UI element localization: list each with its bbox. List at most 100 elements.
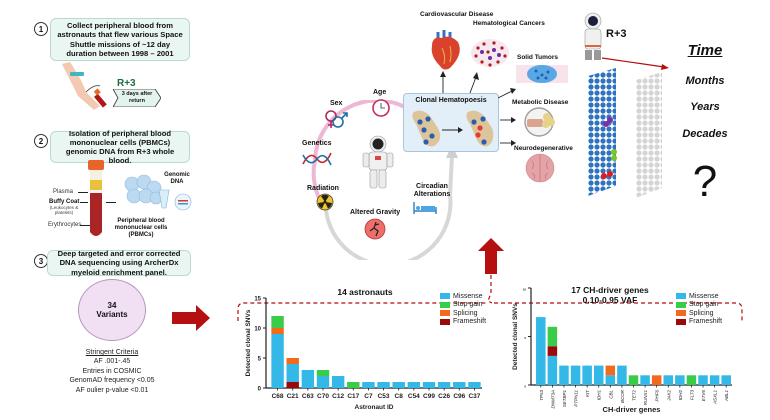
x-tick-label: DNMT3A xyxy=(550,390,555,409)
y-axis-label: Detected clonal SNVs xyxy=(245,309,252,376)
step-2-box: Isolation of peripheral blood mononuclea… xyxy=(50,129,190,165)
y-tick-label: 5 xyxy=(258,357,262,363)
y-tick-label: 5 xyxy=(524,336,526,340)
red-arrow-right-icon xyxy=(172,305,210,331)
bar-segment-missense xyxy=(605,375,616,385)
bar-segment-missense xyxy=(422,382,436,388)
bar-segment-splicing xyxy=(286,358,299,364)
legend-item-missense: Missense xyxy=(676,292,722,301)
outcome-solid-tumors-label: Solid Tumors xyxy=(517,54,559,61)
clock-icon xyxy=(372,99,390,117)
pbmc-label: Peripheral blood mononuclear cells (PBMC… xyxy=(114,218,168,239)
x-tick-label: ABL1 xyxy=(724,390,729,403)
time-months: Months xyxy=(685,75,725,87)
time-title: Time xyxy=(687,42,723,59)
x-tick-label: ETV6 xyxy=(701,390,706,402)
factor-circadian-label: Circadian Alterations xyxy=(413,183,451,199)
bar-segment-missense xyxy=(675,375,685,385)
outcome-cardiovascular-label: Cardiovascular Disease xyxy=(420,11,494,18)
x-tick-label: PTPN11 xyxy=(574,390,579,407)
factor-altered-gravity-label: Altered Gravity xyxy=(350,209,401,216)
tourniquet-icon xyxy=(70,72,84,76)
bar-segment-stop-gain xyxy=(271,316,284,328)
legend-item-splicing: Splicing xyxy=(676,309,722,318)
bar-segment-missense xyxy=(392,382,405,388)
x-tick-label: KIT xyxy=(585,389,590,397)
x-tick-label: C7 xyxy=(364,393,373,400)
bar-segment-missense xyxy=(721,375,731,385)
mutation-purple xyxy=(603,121,609,127)
x-tick-label: C70 xyxy=(317,393,329,400)
dna-helix-icon xyxy=(302,152,332,166)
bar-segment-missense xyxy=(709,375,720,385)
legend-swatch xyxy=(440,310,450,317)
x-tick-label: PHF6 xyxy=(655,390,660,402)
astronaut-r3-icon xyxy=(584,12,602,60)
legend-swatch xyxy=(676,318,686,325)
criteria-line: AF .001-.45 xyxy=(93,358,131,366)
bar-segment-missense xyxy=(663,375,674,385)
genomic-dna-label: Genomic DNA xyxy=(164,172,190,185)
blood-cells-icon xyxy=(471,39,509,67)
y-tick-label: 15 xyxy=(254,297,261,303)
pbmc-cells-icon xyxy=(124,174,163,205)
dashed-bracket xyxy=(237,275,743,321)
bar-segment-missense xyxy=(593,365,604,385)
bar-segment-missense xyxy=(271,334,284,388)
mutation-green xyxy=(611,149,617,155)
bar-segment-missense xyxy=(453,382,466,388)
bone-marrow-illustration xyxy=(412,110,494,147)
bar-segment-splicing xyxy=(605,365,616,376)
astronaut-icon xyxy=(362,135,394,189)
x-tick-label: C96 xyxy=(453,393,465,400)
radiation-icon xyxy=(316,193,334,211)
bar-segment-missense xyxy=(570,365,581,385)
legend-item-missense: Missense xyxy=(440,292,486,301)
blood-tube-icon xyxy=(93,93,107,108)
dna-lattice xyxy=(588,68,662,198)
legend-item-splicing: Splicing xyxy=(440,309,486,318)
cycle-arc-pink xyxy=(313,100,412,161)
x-tick-label: C68 xyxy=(272,393,284,400)
y-tick-label: 0 xyxy=(524,385,526,389)
sex-symbols-icon xyxy=(325,110,348,128)
blood-tube-layers xyxy=(88,160,104,236)
blue-strand xyxy=(588,68,616,196)
altered-gravity-icon xyxy=(364,218,386,240)
time-decades: Decades xyxy=(682,128,728,140)
legend-swatch xyxy=(676,293,686,300)
x-tick-label: C54 xyxy=(408,393,420,400)
x-tick-label: RUNX1 xyxy=(643,390,648,406)
bar-segment-stop-gain xyxy=(347,382,360,388)
x-tick-label: IDH2 xyxy=(678,390,683,401)
y-tick-label: 10 xyxy=(523,288,527,292)
x-tick-label: ASXL1 xyxy=(713,390,718,406)
bed-icon xyxy=(413,202,437,214)
bar-segment-frameshift xyxy=(286,382,299,388)
x-tick-label: FLT3 xyxy=(689,390,694,401)
timeline-r3-label: R+3 xyxy=(606,28,627,40)
chart2-subtitle: 0.10-0.95 VAF xyxy=(582,294,638,305)
bar-segment-missense xyxy=(286,364,299,382)
r3-chevron xyxy=(113,89,161,107)
bar-segment-missense xyxy=(582,365,592,385)
buffy-arrow xyxy=(106,202,116,203)
x-tick-label: C26 xyxy=(438,393,450,400)
bar-segment-missense xyxy=(468,382,481,388)
criteria-line: GenomAD frequency <0.05 xyxy=(69,377,155,385)
bar-segment-splicing xyxy=(651,375,662,385)
x-tick-label: C53 xyxy=(378,393,390,400)
x-tick-label: C63 xyxy=(302,393,314,400)
outcome-hematological-label: Hematological Cancers xyxy=(473,20,545,27)
bar-segment-missense xyxy=(698,375,708,385)
solid-tumor-icon xyxy=(516,65,568,83)
bar-segment-missense xyxy=(377,382,390,388)
variants-count: 34 xyxy=(107,301,117,310)
legend-item-stop-gain: Stop gain xyxy=(676,301,722,310)
outcome-arrows xyxy=(440,71,516,146)
bar-segment-frameshift xyxy=(547,346,558,356)
x-tick-label: TP53 xyxy=(539,390,544,401)
x-tick-label: TET2 xyxy=(632,390,637,401)
factor-genetics-label: Genetics xyxy=(302,140,332,147)
chart2-title: 17 CH-driver genes xyxy=(571,285,649,295)
